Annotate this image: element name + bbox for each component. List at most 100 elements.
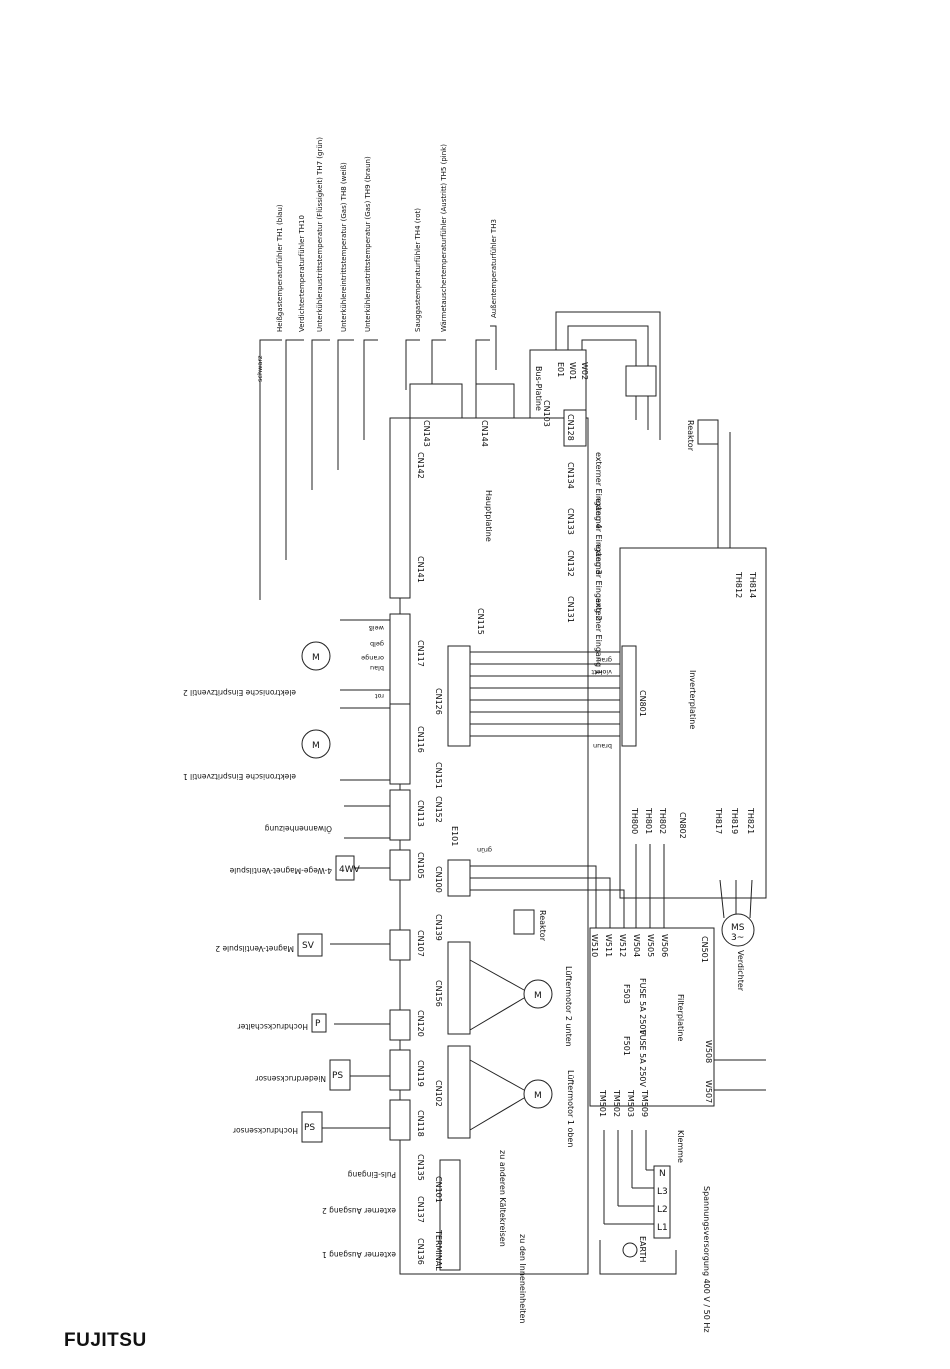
sensor-th3: Außentemperaturfühler TH3 [490, 219, 498, 318]
inv-th821: TH821 [746, 807, 755, 834]
label-ev1: elektronische Einspritzventil 1 [183, 772, 296, 781]
cn-cn115: CN115 [476, 608, 485, 635]
compressor-motor [721, 913, 755, 947]
cn-cn137: CN137 [416, 1196, 425, 1223]
flt-w511: W511 [604, 934, 613, 957]
label-bus-board: Bus-Platine [534, 366, 543, 411]
fujitsu-logo: FUJITSU [64, 1330, 147, 1351]
cn-cn139: CN139 [434, 914, 443, 941]
cn-cn151: CN151 [434, 762, 443, 789]
cn-cn119: CN119 [416, 1060, 425, 1087]
fan-motor-1 [523, 1079, 553, 1109]
terminal-l3: L3 [657, 1187, 668, 1197]
main-board-outline [399, 417, 589, 1275]
cn-e101: E101 [450, 826, 459, 846]
cn-cn102: CN102 [434, 1080, 443, 1107]
inv-cn802: CN802 [678, 812, 687, 839]
earth-symbol [622, 1242, 638, 1258]
label-4wv: 4-Wege-Magnet-Ventilspule [229, 866, 332, 875]
symbol-pressure-sensor-high: PS [304, 1123, 315, 1133]
label-compressor: Verdichter [736, 950, 745, 992]
flt-cn501: CN501 [700, 936, 709, 963]
cn-cn132: CN132 [566, 550, 575, 577]
flt-w507: W507 [704, 1080, 713, 1103]
cn-cn117: CN117 [416, 640, 425, 667]
inv-th819: TH819 [730, 807, 739, 834]
label-fan1: Lüftermotor 1 oben [566, 1070, 575, 1147]
cn-cn144: CN144 [480, 420, 489, 447]
label-oil-heater: Ölwannenheizung [265, 824, 332, 833]
label-filter-board: Filterplatine [676, 994, 685, 1041]
label-earth: EARTH [638, 1236, 647, 1262]
cn-cn103: CN103 [542, 400, 551, 427]
label-inverter-board: Inverterplatine [688, 670, 697, 729]
symbol-pressure-sensor-low: PS [332, 1071, 343, 1081]
inv-th814: TH814 [748, 571, 757, 598]
label-main-board: Hauptplatine [484, 490, 493, 542]
inv-th812: TH812 [734, 571, 743, 598]
wire-violett: violett [591, 668, 612, 676]
inv-th802: TH802 [658, 807, 667, 834]
symbol-motor-fan1: M [534, 1091, 542, 1101]
label-ext-out-2: externer Ausgang 2 [322, 1206, 396, 1215]
label-ext-in-1: externer Eingang 1 [594, 598, 603, 675]
label-hp-switch: Hochdruckschalter [237, 1022, 308, 1031]
cn-cn152: CN152 [434, 796, 443, 823]
flt-tm502: TM502 [612, 1089, 621, 1117]
wire-schwarz: schwarz [256, 355, 264, 382]
cn-cn156: CN156 [434, 980, 443, 1007]
label-klemme: Klemme [676, 1130, 685, 1163]
symbol-motor-fan2: M [534, 991, 542, 1001]
label-ext-out-1: externer Ausgang 1 [322, 1250, 396, 1259]
sensor-th10: Verdichtertemperaturfühler TH10 [298, 215, 306, 332]
symbol-pressure-switch: P [315, 1019, 321, 1029]
sensor-th9: Unterkühleraustrittstemperatur (Gas) TH9… [364, 156, 372, 332]
wire-gelb: gelb [370, 640, 384, 648]
cn-cn120: CN120 [416, 1010, 425, 1037]
inv-th800: TH800 [630, 807, 639, 834]
label-ext-in-2: externer Eingang 2 [594, 544, 603, 621]
inv-cn801: CN801 [638, 690, 647, 717]
label-indoor-units: zu den Inneneinheiten [518, 1234, 527, 1323]
cn-cn133: CN133 [566, 508, 575, 535]
cn-cn118: CN118 [416, 1110, 425, 1137]
cn-cn100: CN100 [434, 866, 443, 893]
wire-grau: grau [597, 656, 612, 664]
flt-fuse-1: FUSE 5A 250V [638, 1030, 647, 1088]
sensor-th8: Unterkühlereintrittstemperatur (Gas) TH8… [340, 162, 348, 332]
flt-f503: F503 [622, 984, 631, 1004]
symbol-motor-ev1: M [312, 741, 320, 751]
label-hp-sensor: Hochdrucksensor [232, 1126, 298, 1135]
injection-valve-2-motor [301, 641, 331, 671]
sensor-th7: Unterkühleraustrittstemperatur (Flüssigk… [316, 137, 324, 332]
label-fan2: Lüftermotor 2 unten [564, 966, 573, 1047]
filter-board-outline [589, 927, 715, 1107]
label-ev2: elektronische Einspritzventil 2 [183, 688, 296, 697]
symbol-solenoid: SV [302, 941, 315, 951]
cn-cn135: CN135 [416, 1154, 425, 1181]
label-ext-in-4: externer Eingang 4 [594, 452, 603, 529]
label-reactor-top: Reaktor [686, 420, 695, 452]
flt-w504: W504 [632, 934, 641, 957]
flt-w512: W512 [618, 934, 627, 957]
flt-fuse-2: FUSE 5A 250V [638, 978, 647, 1036]
fan-motor-2 [523, 979, 553, 1009]
cn-cn136: CN136 [416, 1238, 425, 1265]
injection-valve-1-motor [301, 729, 331, 759]
cn-cn143: CN143 [422, 420, 431, 447]
terminal-l1: L1 [657, 1223, 668, 1233]
inverter-board-outline [619, 547, 767, 899]
inv-th801: TH801 [644, 807, 653, 834]
cn-e01: E01 [556, 362, 565, 377]
wire-gruen: grün [477, 846, 492, 854]
cn-cn134: CN134 [566, 462, 575, 489]
symbol-compressor-ms: MS [731, 923, 745, 933]
flt-tm501: TM501 [598, 1089, 607, 1117]
cn-cn116: CN116 [416, 726, 425, 753]
sensor-th1: Heißgastemperaturfühler TH1 (blau) [276, 204, 284, 332]
flt-tm509: TM509 [640, 1089, 649, 1117]
terminal-l2: L2 [657, 1205, 668, 1215]
terminal-n: N [659, 1169, 666, 1179]
cn-cn105: CN105 [416, 852, 425, 879]
